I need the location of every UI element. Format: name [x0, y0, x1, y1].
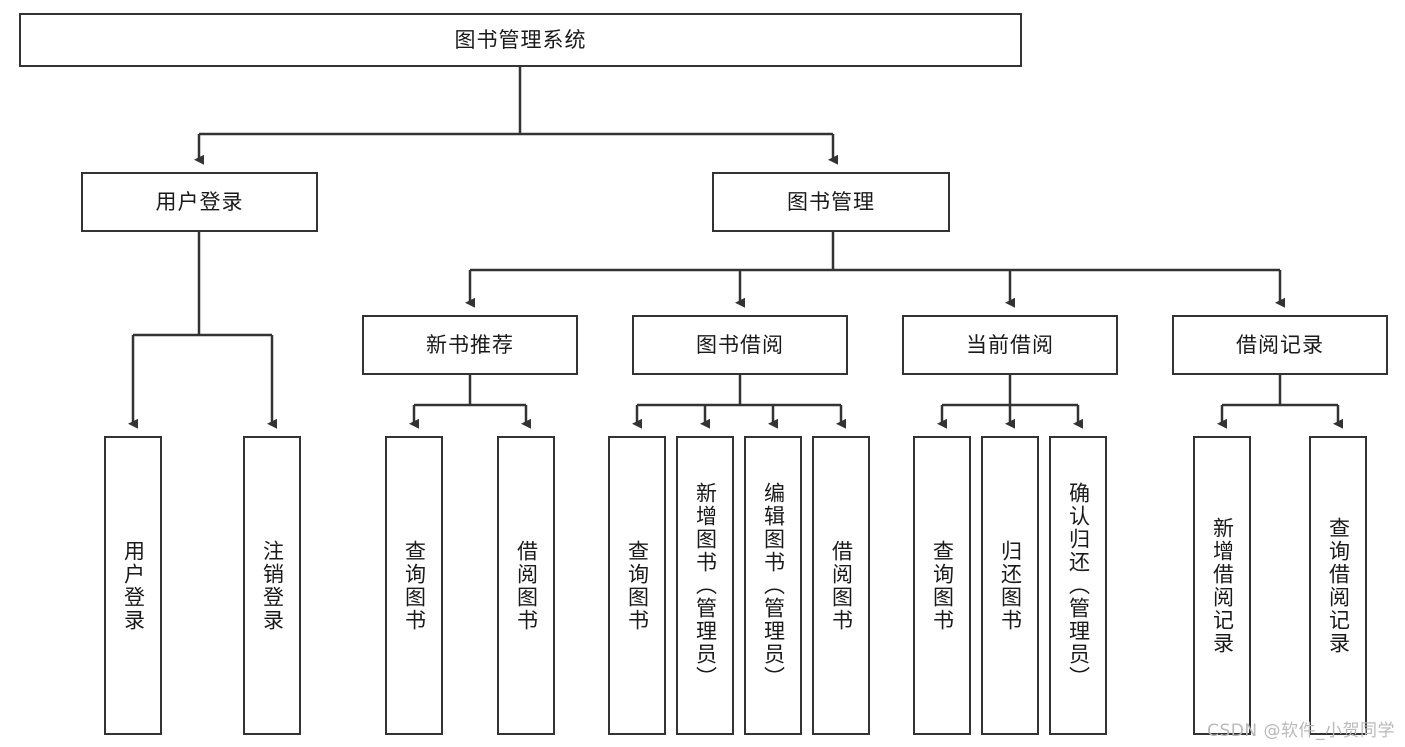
node-leaf-query-book-3[interactable]: 查询图书: [913, 436, 971, 735]
node-label: 注销登录: [260, 539, 285, 632]
node-label: 当前借阅: [966, 332, 1054, 357]
node-user-login[interactable]: 用户登录: [81, 172, 318, 232]
node-new-book-recommend[interactable]: 新书推荐: [362, 315, 578, 375]
node-leaf-add-book[interactable]: 新增图书（管理员）: [676, 436, 734, 735]
node-leaf-query-book-2[interactable]: 查询图书: [608, 436, 666, 735]
node-leaf-return-book[interactable]: 归还图书: [981, 436, 1039, 735]
node-leaf-add-record[interactable]: 新增借阅记录: [1193, 436, 1251, 735]
node-label: 用户登录: [121, 539, 146, 632]
node-label: 用户登录: [155, 189, 244, 214]
node-leaf-user-login[interactable]: 用户登录: [104, 436, 162, 735]
node-label: 查询图书: [625, 539, 650, 632]
node-book-management-system[interactable]: 图书管理系统: [19, 13, 1022, 67]
node-book-borrow[interactable]: 图书借阅: [632, 315, 848, 375]
node-label: 图书管理: [787, 189, 875, 214]
node-label: 编辑图书（管理员）: [761, 482, 786, 689]
node-borrow-record[interactable]: 借阅记录: [1172, 315, 1388, 375]
node-label: 查询借阅记录: [1326, 516, 1351, 655]
node-leaf-query-book-1[interactable]: 查询图书: [385, 436, 443, 735]
node-label: 归还图书: [998, 539, 1023, 632]
node-label: 借阅记录: [1236, 332, 1324, 357]
node-label: 确认归还（管理员）: [1066, 482, 1091, 689]
node-current-borrow[interactable]: 当前借阅: [902, 315, 1118, 375]
node-leaf-borrow-book-1[interactable]: 借阅图书: [497, 436, 555, 735]
node-label: 查询图书: [402, 539, 427, 632]
node-leaf-borrow-book-2[interactable]: 借阅图书: [812, 436, 870, 735]
node-leaf-confirm-return[interactable]: 确认归还（管理员）: [1049, 436, 1107, 735]
node-leaf-query-record[interactable]: 查询借阅记录: [1309, 436, 1367, 735]
node-label: 图书管理系统: [454, 27, 587, 52]
node-book-management[interactable]: 图书管理: [712, 172, 950, 232]
node-label: 新增图书（管理员）: [693, 482, 718, 689]
node-label: 借阅图书: [829, 539, 854, 632]
node-label: 图书借阅: [696, 332, 784, 357]
node-label: 借阅图书: [514, 539, 539, 632]
node-leaf-edit-book[interactable]: 编辑图书（管理员）: [744, 436, 802, 735]
node-leaf-logout[interactable]: 注销登录: [243, 436, 301, 735]
node-label: 新书推荐: [426, 332, 514, 357]
node-label: 新增借阅记录: [1210, 516, 1235, 655]
watermark: CSDN @软件_小贺同学: [1207, 721, 1395, 741]
node-label: 查询图书: [930, 539, 955, 632]
